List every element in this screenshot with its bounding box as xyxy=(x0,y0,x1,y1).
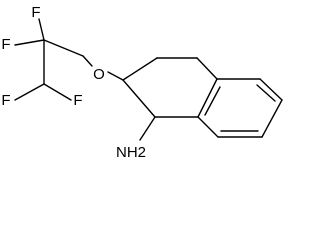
atom-label-f-top: F xyxy=(31,4,40,21)
bond-ch2-o xyxy=(82,55,93,67)
atom-label-oxygen: O xyxy=(93,66,105,83)
bond-c8-c8a xyxy=(197,116,219,138)
bond-cf2-f-top xyxy=(38,18,45,41)
bond-c2-c3 xyxy=(122,57,158,81)
bond-c6-c7 xyxy=(261,99,283,138)
bond-c1-c2 xyxy=(122,79,156,118)
bond-chf2-f-lower-left xyxy=(14,83,45,101)
atom-label-f-lower-right: F xyxy=(73,92,82,109)
bond-c5-c6 xyxy=(259,78,283,101)
bond-c1-n xyxy=(139,116,156,141)
atom-label-f-left: F xyxy=(1,36,10,53)
atom-label-f-lower-left: F xyxy=(1,92,10,109)
atom-label-amine: NH2 xyxy=(116,144,146,161)
bond-lines xyxy=(14,18,283,141)
chemical-structure: F F F F O NH2 xyxy=(1,4,283,161)
bond-o-c2 xyxy=(107,71,124,81)
bond-c5-c6-inner xyxy=(256,84,276,102)
bond-chf2-f-lower-right xyxy=(43,83,72,101)
bond-cf2-f-left xyxy=(14,39,45,46)
bond-c4a-c8a xyxy=(197,78,218,118)
bond-c4a-c8a-inner xyxy=(204,86,221,116)
bond-c4-c4a xyxy=(196,57,218,80)
bond-cf2-ch2 xyxy=(43,39,84,57)
